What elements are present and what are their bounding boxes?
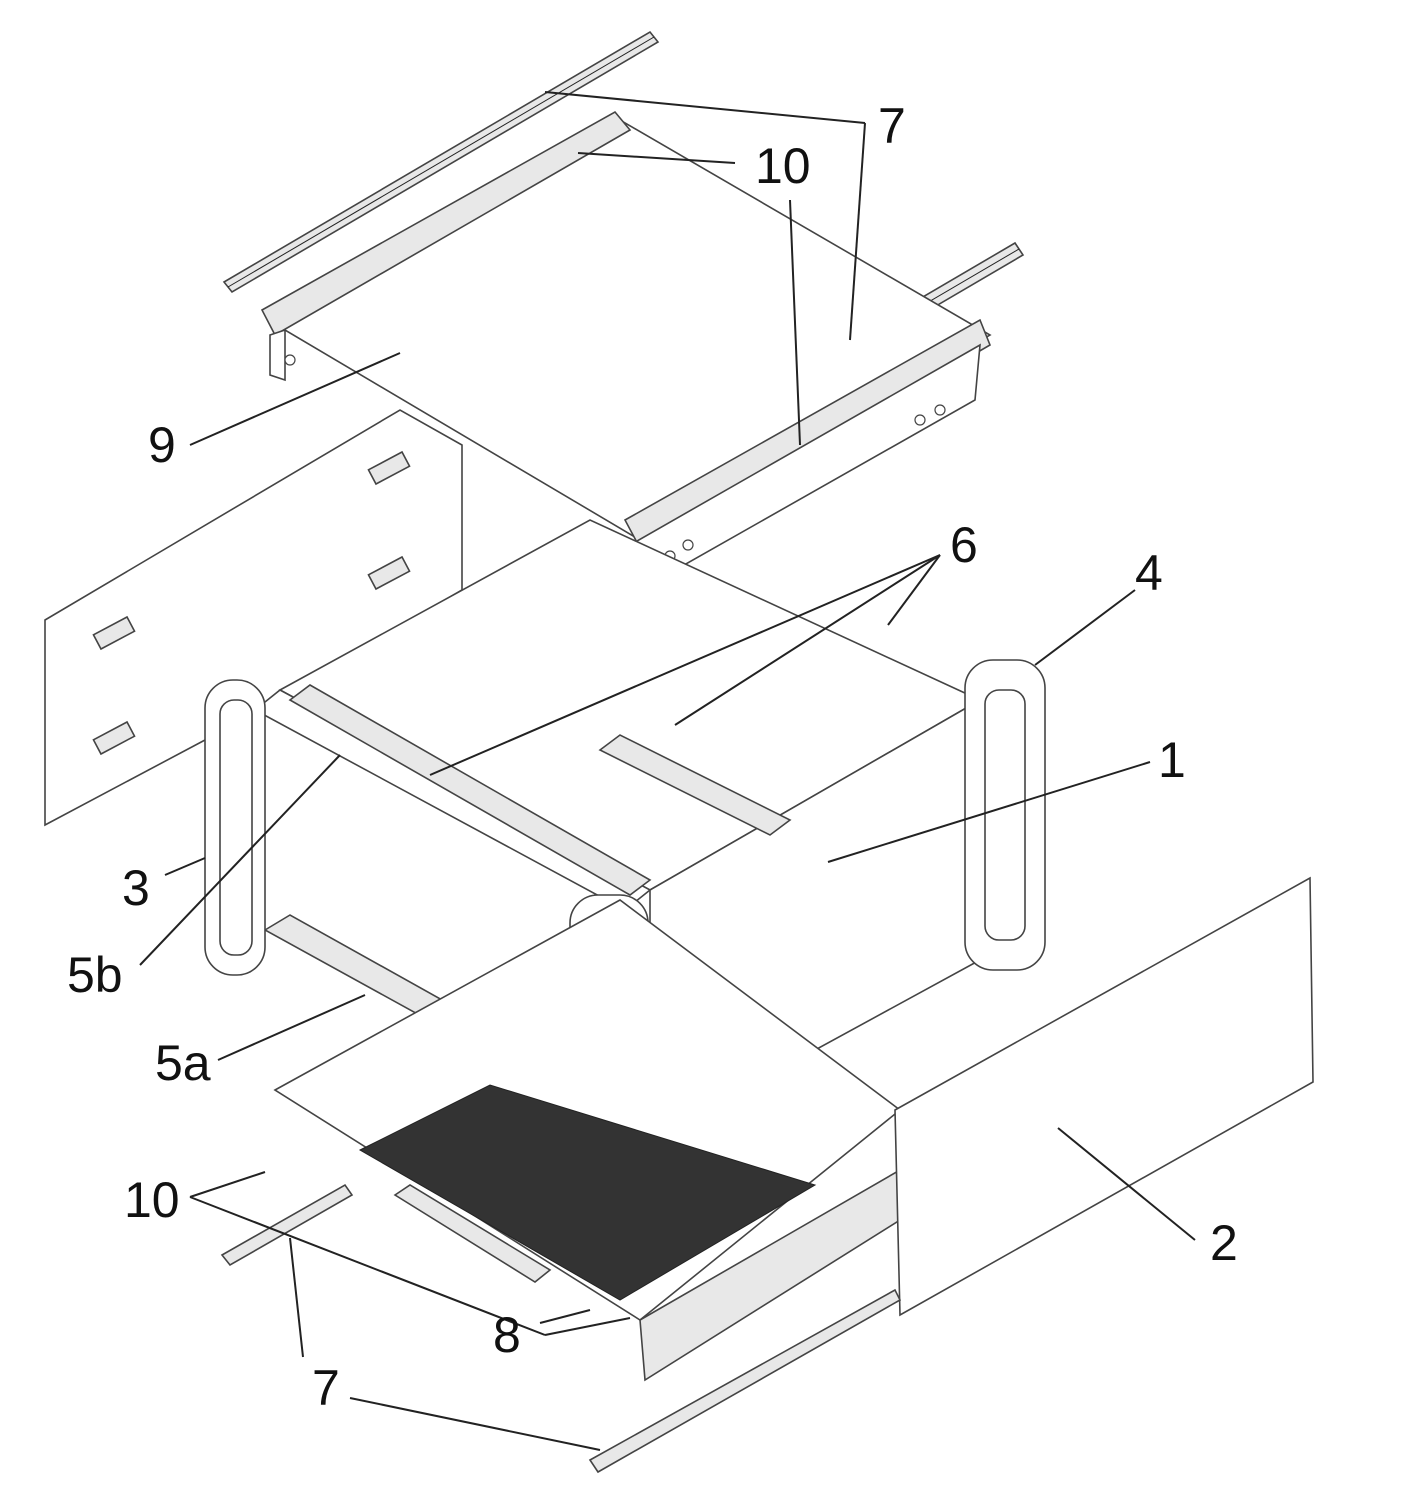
top-rail-left (222, 30, 660, 294)
label-7-top: 7 (878, 98, 906, 154)
label-9: 9 (148, 417, 176, 473)
left-side-panel (44, 409, 463, 827)
bottom-rail-left (220, 1183, 354, 1267)
label-4: 4 (1135, 545, 1163, 601)
top-cover (260, 110, 992, 592)
label-10-bottom: 10 (124, 1172, 180, 1228)
bottom-rail-right (588, 1288, 902, 1474)
label-7-bottom: 7 (312, 1360, 340, 1416)
right-side-panel (894, 876, 1314, 1317)
label-8: 8 (493, 1307, 521, 1363)
front-frame-left (204, 679, 266, 976)
label-5b: 5b (67, 947, 123, 1003)
leader-lines (139, 91, 1196, 1451)
label-3: 3 (122, 860, 150, 916)
label-2: 2 (1210, 1215, 1238, 1271)
front-frame-right (964, 659, 1046, 971)
label-6: 6 (950, 517, 978, 573)
bottom-tray (273, 899, 902, 1382)
label-10-top: 10 (755, 138, 811, 194)
label-1: 1 (1158, 732, 1186, 788)
label-5a: 5a (155, 1035, 211, 1091)
